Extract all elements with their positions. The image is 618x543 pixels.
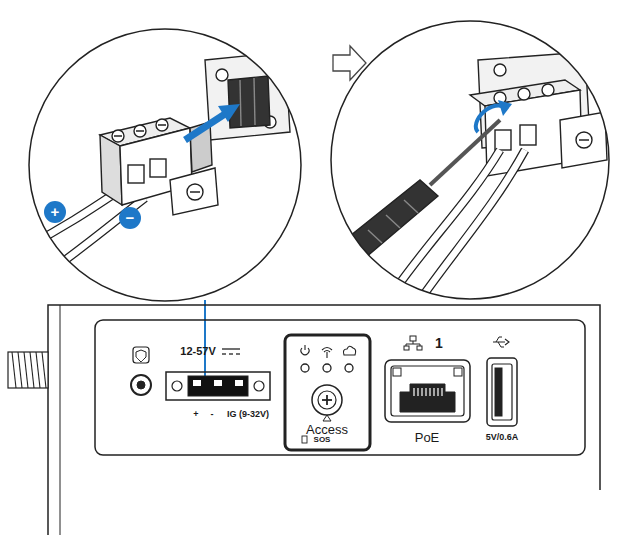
pin-name: + [193,410,198,419]
button-label: Access [306,423,348,436]
leader-line [204,300,206,380]
polarity-badge [119,207,141,229]
port-rating: 5V/0.6A [486,433,519,442]
pin-name: IG (9-32V) [227,410,269,419]
polarity-mark: − [126,210,135,225]
plug-insert-view [20,29,301,301]
port-number: 1 [435,336,443,350]
device-housing [8,305,600,535]
screw-tighten-view [331,21,609,300]
button-label: SOS [314,436,331,444]
voltage-rating: 12-57V [180,346,215,357]
step-arrow [333,46,366,80]
polarity-mark: + [51,204,60,219]
polarity-badge [44,201,66,223]
pin-name: - [211,410,214,419]
port-label: PoE [415,431,440,444]
